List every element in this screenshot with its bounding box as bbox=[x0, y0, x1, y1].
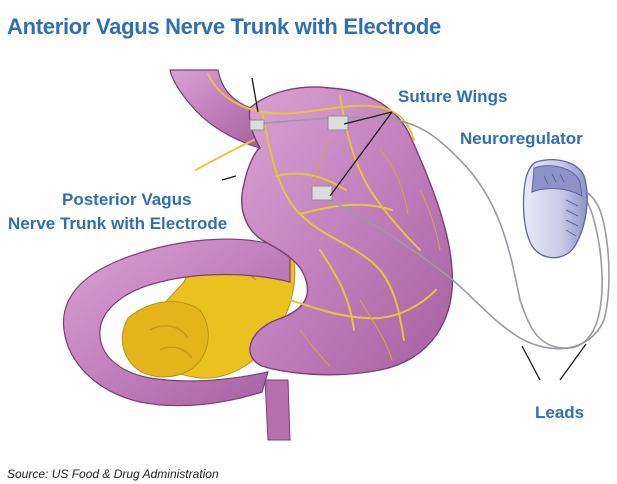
neuroregulator-device bbox=[524, 160, 588, 258]
leads-label: Leads bbox=[535, 402, 584, 424]
suture-wings-label: Suture Wings bbox=[398, 86, 507, 108]
electrode-top bbox=[250, 120, 264, 130]
electrode-anterior bbox=[328, 116, 348, 130]
posterior-vagus-label-line2: Nerve Trunk with Electrode bbox=[8, 213, 227, 235]
electrode-posterior bbox=[312, 186, 332, 200]
neuroregulator-label: Neuroregulator bbox=[460, 128, 583, 150]
fat-tissue-lower bbox=[122, 302, 208, 377]
vessel bbox=[265, 380, 290, 440]
source-credit: Source: US Food & Drug Administration bbox=[7, 467, 219, 481]
esophagus bbox=[170, 70, 260, 148]
posterior-vagus-label-line1: Posterior Vagus bbox=[62, 189, 191, 211]
